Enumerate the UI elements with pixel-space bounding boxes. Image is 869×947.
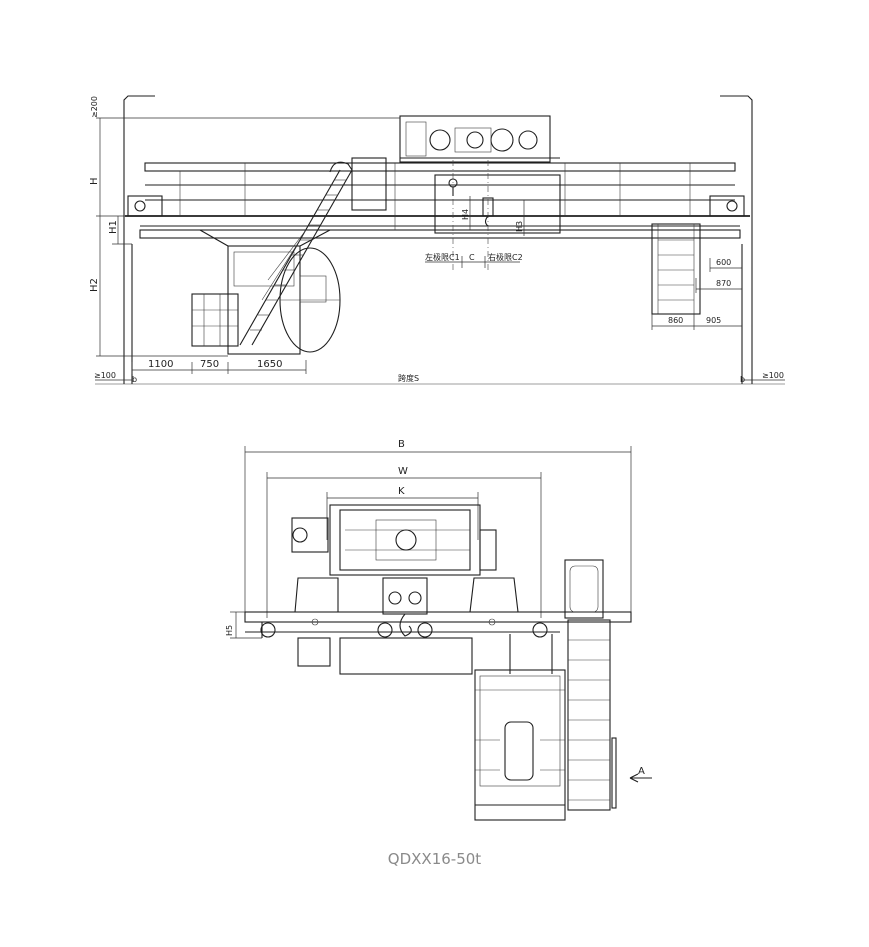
h-label: H [89,177,100,185]
elevation-view: ≥200 H H1 H2 1100 750 1650 ≥100 b ≥100 b… [89,95,785,385]
h3-label: H3 [515,221,524,232]
view-a-label: A [638,766,645,777]
c1-label: 左极限C1 [425,252,460,262]
span-label: 跨度S [398,373,419,383]
side-view: B W K [225,439,652,821]
h5-label: H5 [225,625,234,636]
h2-label: H2 [89,278,100,292]
right-clearance-label: ≥100 [762,371,784,380]
dim-870: 870 [716,279,731,288]
h4-label: H4 [461,209,470,220]
drawing-caption: QDXX16-50t [387,850,482,868]
b-right-label: b [740,375,745,384]
w-label: W [398,466,408,477]
c-label: C [469,253,475,262]
c2-label: 右极限C2 [488,252,523,262]
dim-905: 905 [706,316,721,325]
b-left-label: b [132,375,137,384]
left-clearance-label: ≥100 [94,371,116,380]
k-label: K [398,486,405,497]
top-clearance-label: ≥200 [90,96,99,118]
dim-1650: 1650 [257,359,282,370]
dim-750: 750 [200,359,219,370]
dim-1100: 1100 [148,359,173,370]
h1-label: H1 [108,220,119,234]
dim-600: 600 [716,258,731,267]
dim-860: 860 [668,316,683,325]
b-label: B [398,439,405,450]
